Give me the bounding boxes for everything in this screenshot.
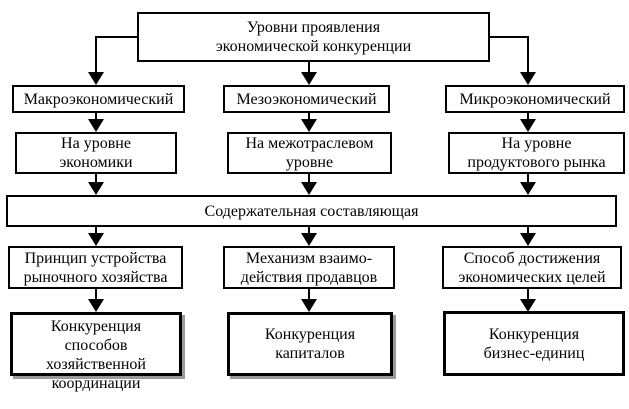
connector-line-left	[96, 36, 138, 38]
aspect-box-micro: Способ достижения экономических целей	[442, 246, 622, 289]
competition-box-micro: Конкуренция бизнес-единиц	[443, 311, 625, 376]
arrow-down-icon	[88, 299, 104, 312]
connector-line	[527, 174, 529, 183]
aspect-box-meso: Механизм взаимо- действия продавцов	[223, 246, 395, 289]
arrow-down-icon	[88, 119, 104, 132]
arrow-down-icon	[301, 119, 317, 132]
competition-box-macro: Конкуренция способов хозяйственной коорд…	[10, 312, 182, 392]
arrow-down-icon	[301, 233, 317, 246]
connector-line	[527, 113, 529, 120]
connector-line	[527, 289, 529, 300]
connector-line	[308, 227, 310, 234]
arrow-down-icon	[88, 72, 104, 85]
connector-line	[95, 174, 97, 183]
connector-line	[95, 113, 97, 120]
connector-line	[308, 174, 310, 183]
arrow-down-icon	[520, 182, 536, 195]
scope-box-macro: На уровне экономики	[15, 132, 177, 174]
connector-line	[95, 227, 97, 234]
arrow-down-icon	[301, 299, 317, 312]
aspect-box-macro: Принцип устройства рыночного хозяйства	[8, 246, 183, 289]
arrow-down-icon	[88, 182, 104, 195]
content-bar: Содержательная составляющая	[6, 195, 617, 227]
connector-line	[95, 289, 97, 300]
connector-line	[308, 113, 310, 120]
connector-line	[527, 227, 529, 234]
arrow-down-icon	[520, 299, 536, 312]
connector-line	[308, 289, 310, 300]
level-box-micro: Микроэкономический	[445, 85, 625, 113]
scope-box-micro: На уровне продуктового рынка	[448, 132, 625, 174]
connector-line-right	[490, 36, 529, 38]
arrow-down-icon	[520, 119, 536, 132]
level-box-meso: Мезоэкономический	[223, 85, 390, 113]
connector-line-left-vertical	[95, 36, 97, 72]
connector-line-right-vertical	[527, 36, 529, 72]
arrow-down-icon	[520, 72, 536, 85]
arrow-down-icon	[88, 233, 104, 246]
competition-box-meso: Конкуренция капиталов	[227, 312, 393, 376]
connector-line-middle	[308, 62, 310, 73]
level-box-macro: Макроэкономический	[12, 85, 185, 113]
arrow-down-icon	[301, 72, 317, 85]
arrow-down-icon	[301, 182, 317, 195]
arrow-down-icon	[520, 233, 536, 246]
scope-box-meso: На межотраслевом уровне	[227, 132, 392, 174]
title-box: Уровни проявления экономической конкурен…	[137, 12, 490, 62]
